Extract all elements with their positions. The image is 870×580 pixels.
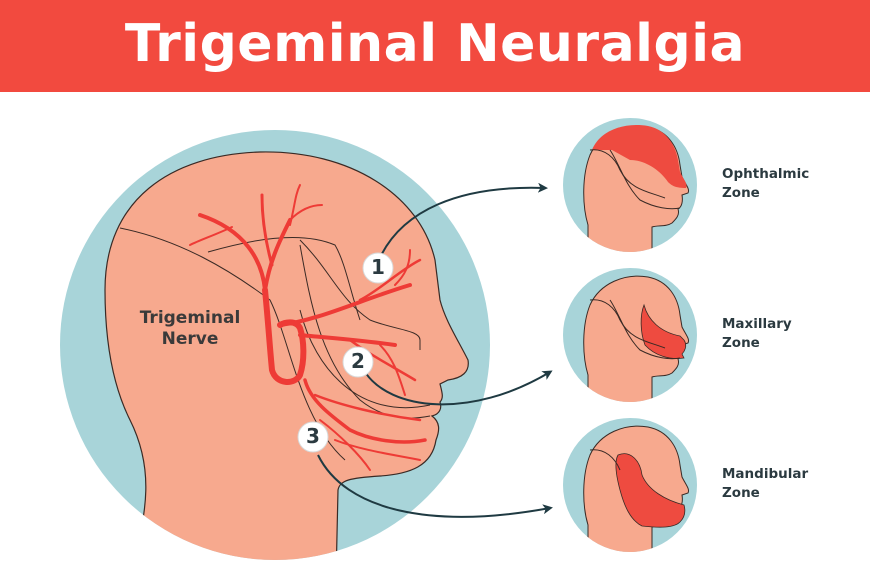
ophthalmic-zone-illustration: [563, 118, 697, 252]
marker-3-number: 3: [306, 424, 320, 448]
marker-2: [342, 346, 374, 378]
marker-3: [297, 421, 329, 453]
arrow-2: [364, 370, 553, 406]
ophthalmic-zone-label: Ophthalmic Zone: [722, 165, 809, 203]
trigeminal-nerve-label: Trigeminal Nerve: [130, 308, 250, 350]
mandibular-zone-label: Mandibular Zone: [722, 465, 808, 503]
zone-suffix: Zone: [722, 335, 760, 351]
zone-name: Ophthalmic: [722, 166, 810, 182]
head-illustration: [60, 130, 490, 560]
zone-suffix: Zone: [722, 185, 760, 201]
arrow-1: [377, 182, 548, 263]
zone-suffix: Zone: [722, 485, 760, 501]
maxillary-zone-illustration: [563, 268, 697, 402]
nerve-label-line1: Trigeminal: [139, 308, 241, 328]
marker-2-number: 2: [351, 349, 365, 373]
marker-1: [362, 252, 394, 284]
mandibular-zone-illustration: [563, 418, 697, 552]
marker-1-number: 1: [371, 255, 385, 279]
maxillary-zone-label: Maxillary Zone: [722, 315, 792, 353]
nerve-label-line2: Nerve: [161, 329, 219, 349]
arrow-3: [317, 454, 553, 518]
title-banner: Trigeminal Neuralgia: [0, 0, 870, 92]
zone-name: Mandibular: [722, 466, 809, 482]
zone-name: Maxillary: [722, 316, 792, 332]
page-title: Trigeminal Neuralgia: [124, 14, 746, 74]
